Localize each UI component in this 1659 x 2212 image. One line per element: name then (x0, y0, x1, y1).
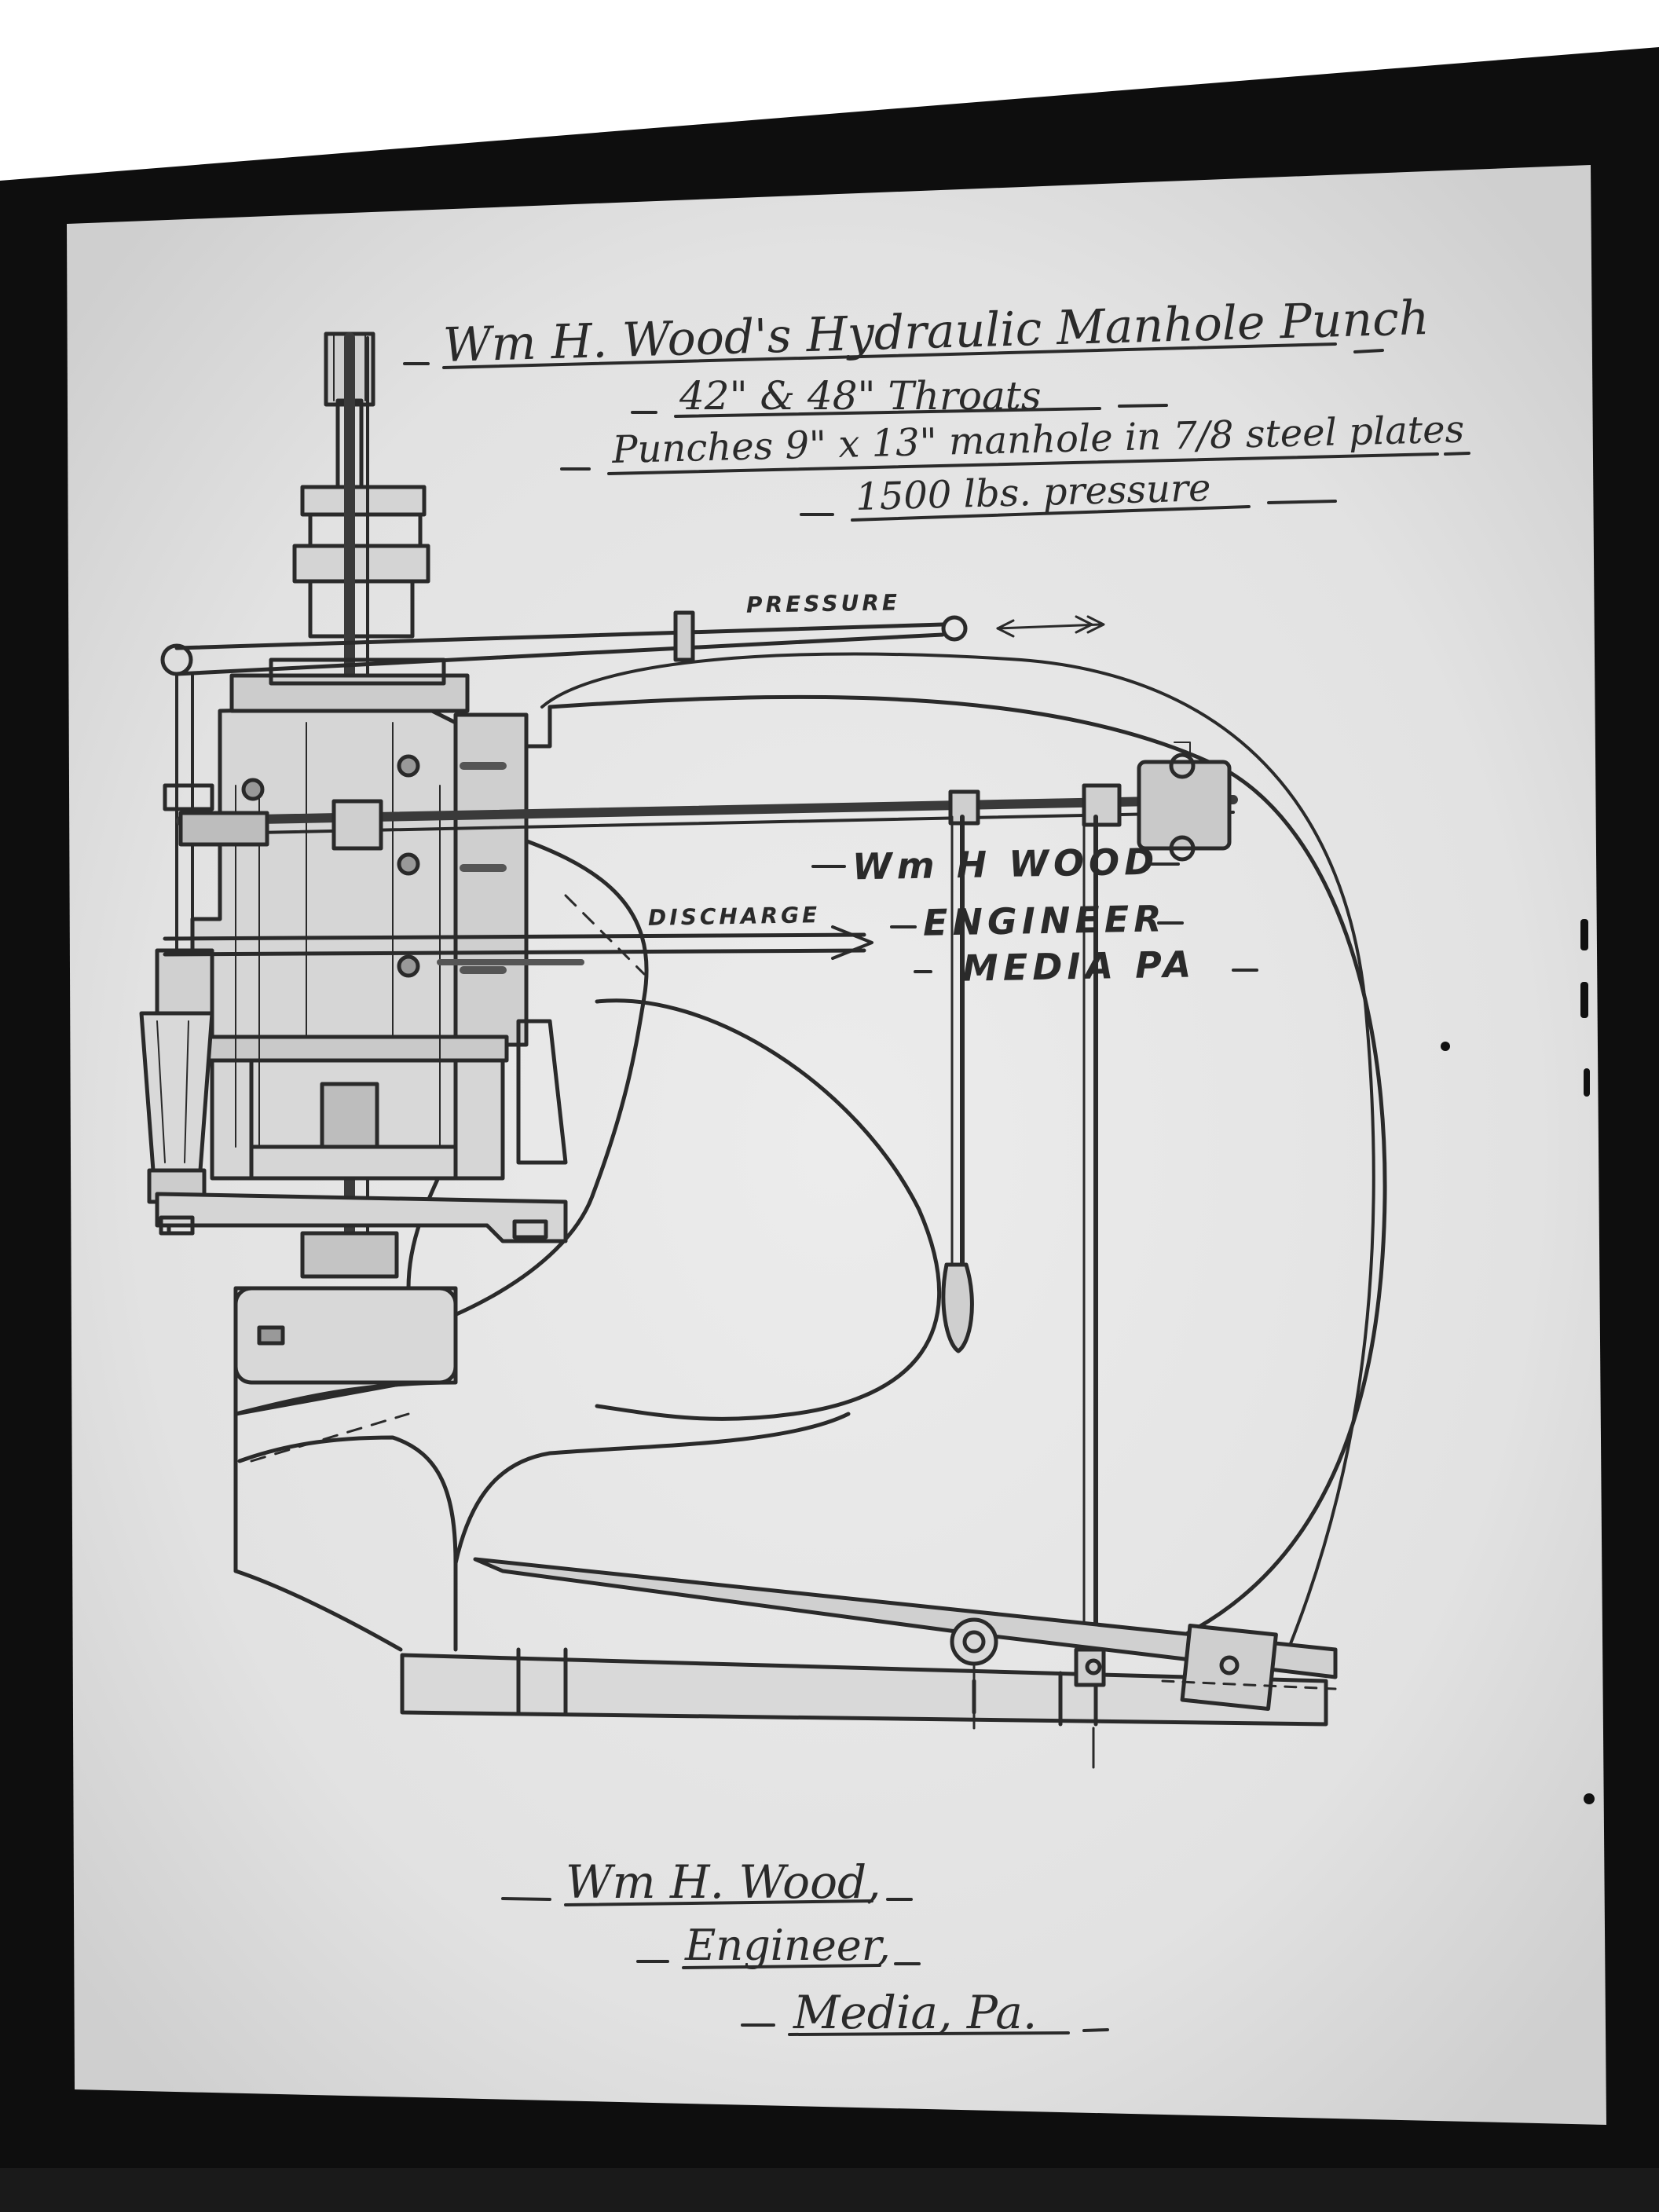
hand-lever-rod (941, 815, 974, 1353)
title-line-2: 42" & 48" Throats (679, 373, 1042, 419)
hydraulic-punch-drawing (139, 331, 1387, 1769)
stamp-line-1: Wm H WOOD (851, 840, 1159, 888)
press-housing (190, 657, 529, 1181)
stamp-line-3: MEDIA PA (961, 943, 1196, 990)
pressure-label: PRESSURE (745, 589, 901, 618)
frame-back-arm (540, 652, 1375, 1651)
signature-line-1: Wm H. Wood, (566, 1855, 881, 1909)
signature-line-2: Engineer, (685, 1921, 891, 1970)
discharge-label: DISCHARGE (647, 902, 821, 931)
die-block (233, 1286, 458, 1385)
pressure-pipe (160, 610, 1105, 676)
lower-bend (453, 1412, 851, 1566)
operating-rod (176, 742, 1238, 862)
edge-marks (1441, 919, 1595, 1804)
signature-line-3: Media, Pa. (793, 1986, 1038, 2039)
title-underlines (403, 342, 1470, 2036)
title-line-4: 1500 lbs. pressure (855, 466, 1212, 519)
base-plate (400, 1647, 1328, 1769)
stamp-line-2: ENGINEER (922, 897, 1167, 944)
c-frame-throat (595, 998, 942, 1421)
guide-plate (155, 1019, 568, 1279)
c-frame-outer (233, 694, 1387, 1644)
discharge-pipe (163, 925, 873, 965)
treadle-rod (1074, 815, 1106, 1687)
foot-treadle (473, 1557, 1338, 1730)
